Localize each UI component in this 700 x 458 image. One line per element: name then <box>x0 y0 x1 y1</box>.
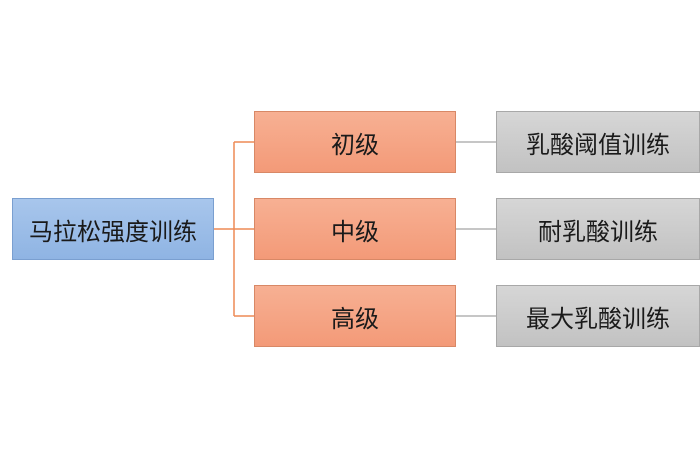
level-node-intermediate: 中级 <box>254 198 456 260</box>
root-label: 马拉松强度训练 <box>29 217 197 246</box>
training-node-lactate-threshold: 乳酸阈值训练 <box>496 111 700 173</box>
training-node-lactate-tolerance: 耐乳酸训练 <box>496 198 700 260</box>
training-label: 耐乳酸训练 <box>538 217 658 246</box>
level-to-training-connector <box>456 141 496 317</box>
training-label: 乳酸阈值训练 <box>526 130 670 159</box>
level-node-advanced: 高级 <box>254 285 456 347</box>
root-to-levels-connector <box>214 141 254 317</box>
level-label: 中级 <box>331 217 379 246</box>
level-label: 高级 <box>331 304 379 333</box>
root-node: 马拉松强度训练 <box>12 198 214 260</box>
level-label: 初级 <box>331 130 379 159</box>
training-label: 最大乳酸训练 <box>526 304 670 333</box>
training-node-max-lactate: 最大乳酸训练 <box>496 285 700 347</box>
level-node-beginner: 初级 <box>254 111 456 173</box>
